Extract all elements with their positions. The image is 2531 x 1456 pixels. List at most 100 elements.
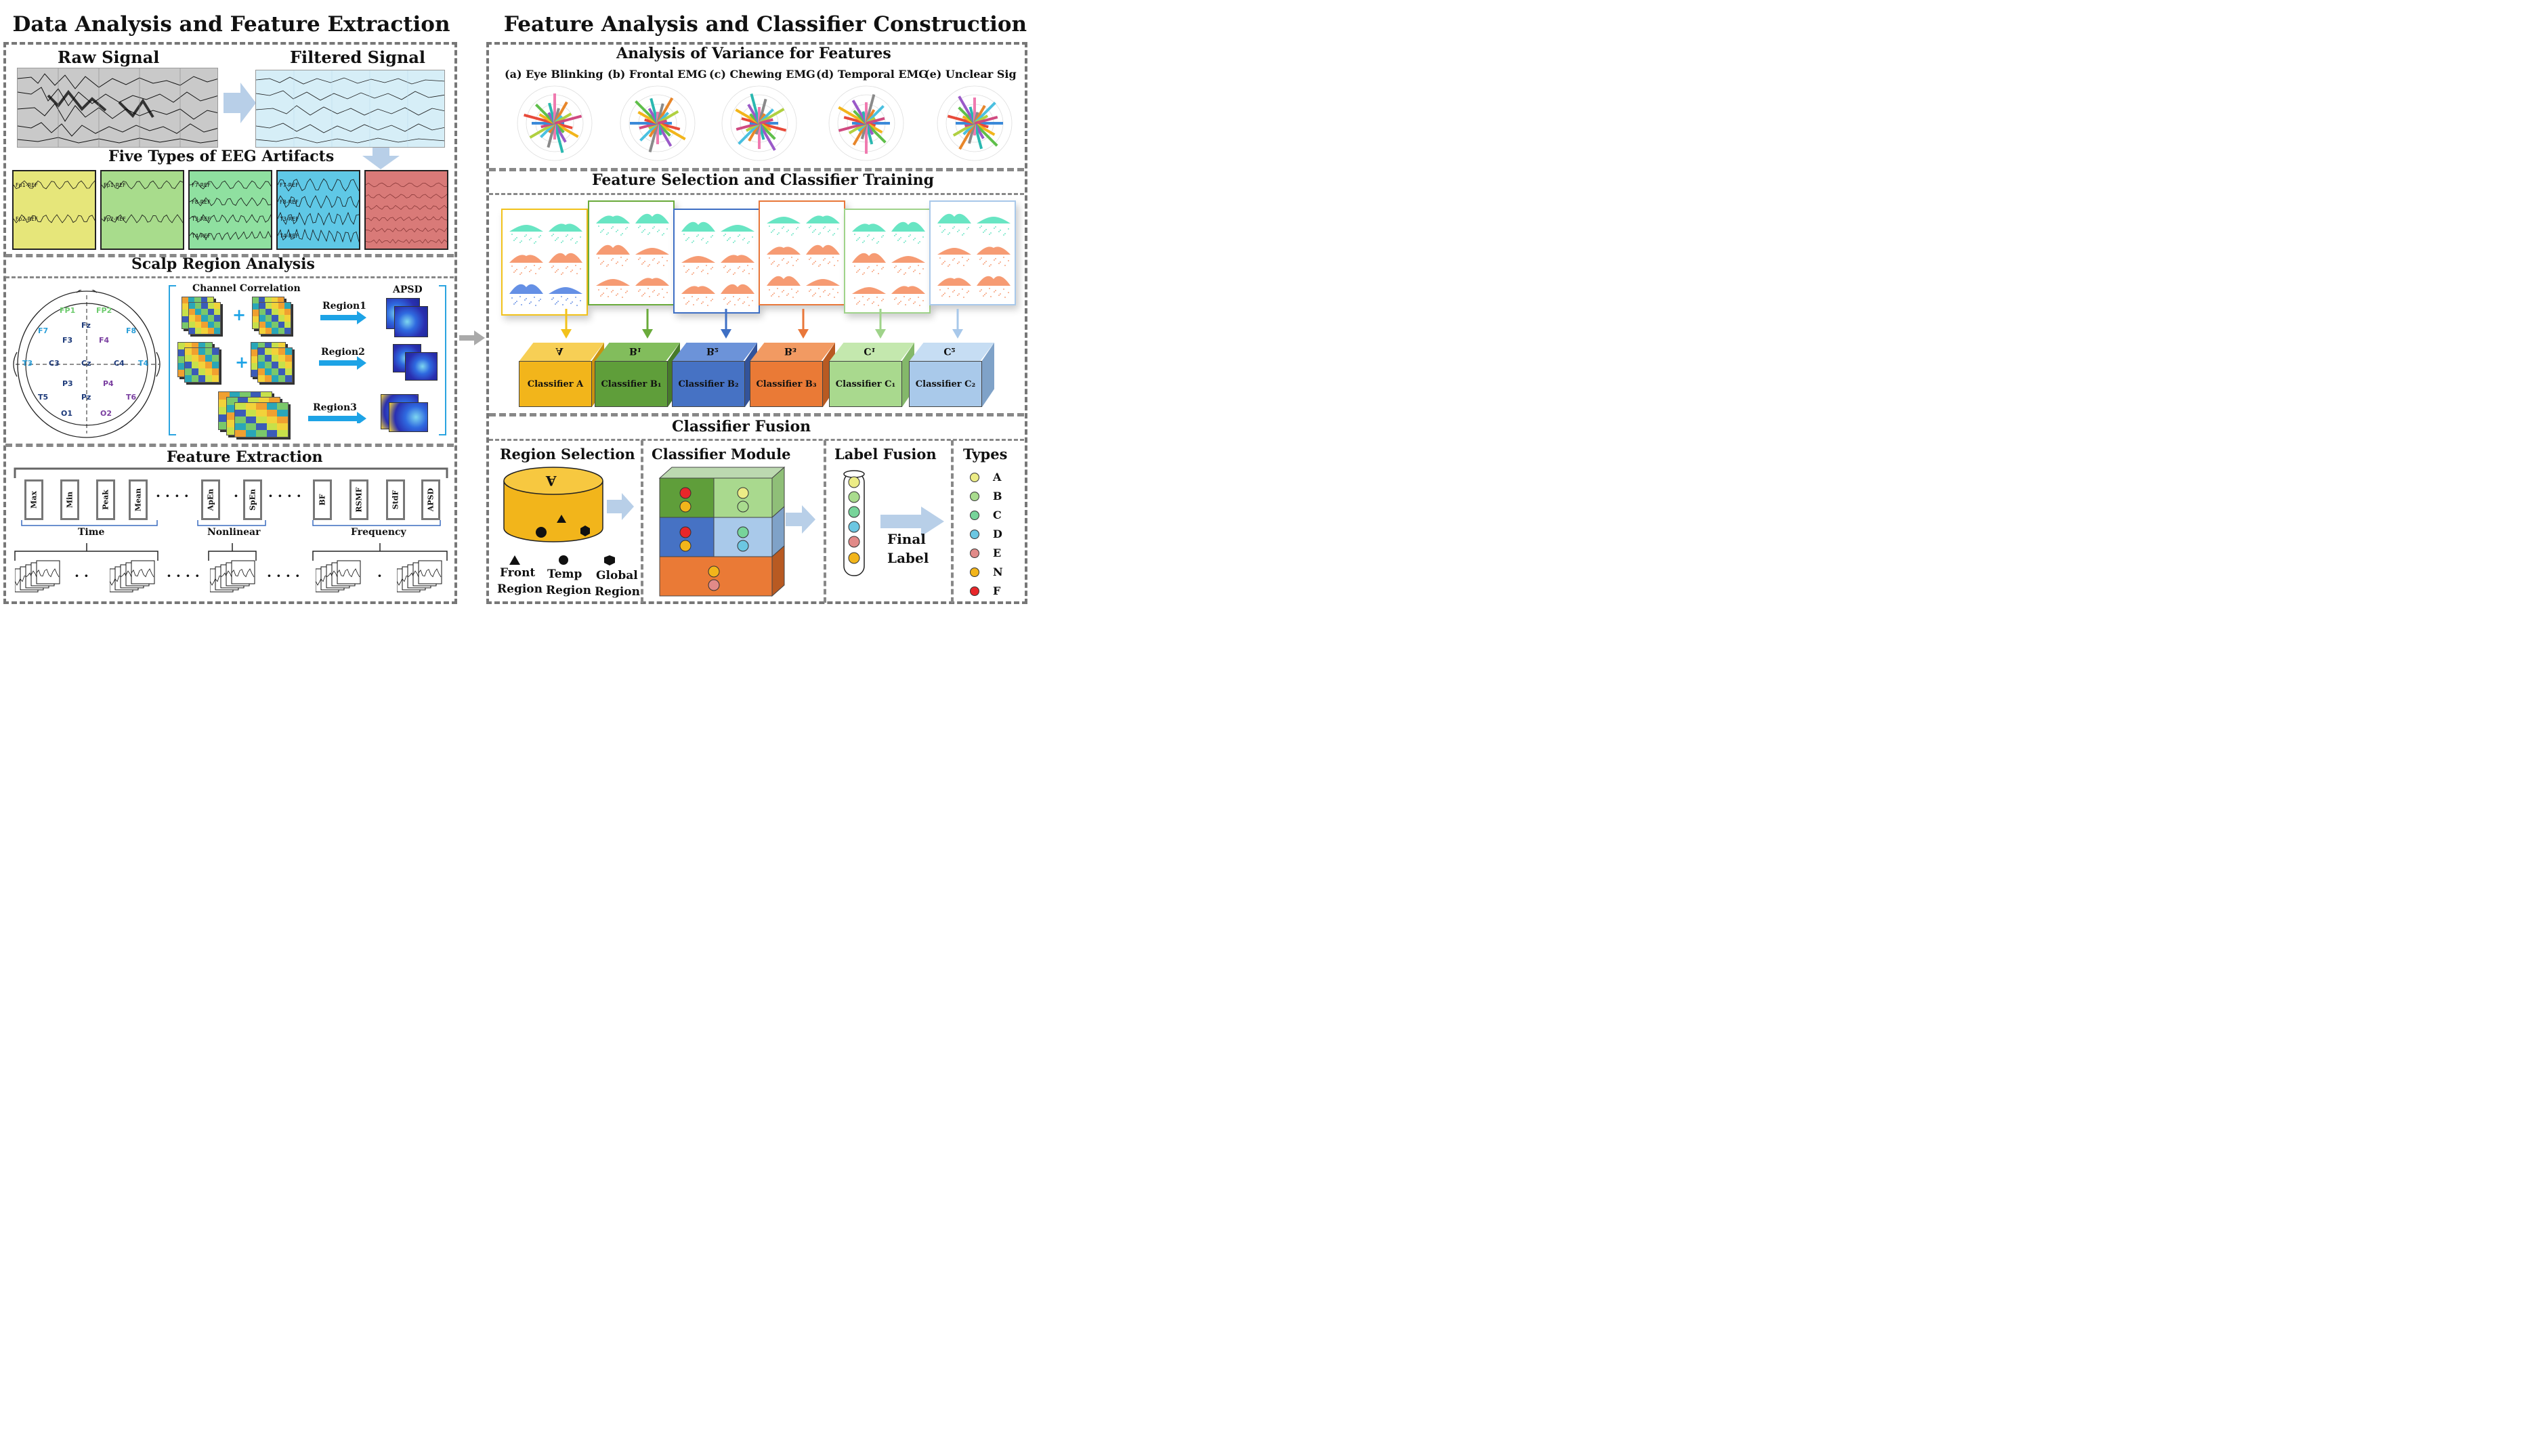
matrix-cell	[185, 368, 192, 375]
feature-name: BF	[318, 494, 327, 506]
matrix-cell	[277, 403, 288, 410]
type-label: C	[993, 509, 1002, 521]
distribution-plots	[852, 221, 925, 306]
matrix-cell	[195, 327, 202, 334]
matrix-cell	[212, 368, 219, 375]
apsd-label: APSD	[393, 284, 423, 295]
feature-selection-panel	[588, 200, 675, 305]
matrix-cell	[245, 416, 257, 423]
feature-selection-panel	[501, 209, 588, 316]
region-legend-icons	[509, 555, 615, 565]
cube-top-label: B₃	[784, 345, 796, 356]
artifact-channel-label: Fp2-REF	[16, 216, 38, 222]
artifact-channel-label: T4-REF	[192, 233, 211, 239]
matrix-cell	[198, 343, 205, 349]
anova-polar-plot	[828, 85, 904, 161]
electrode-f4: F4	[99, 336, 110, 345]
matrix-cell	[235, 423, 246, 430]
type-color-dot	[970, 511, 979, 520]
matrix-cell	[182, 303, 189, 310]
feature-box: APSD	[421, 479, 440, 520]
group-nonlinear-label: Nonlinear	[207, 527, 261, 538]
fusion-vsep-1	[641, 440, 643, 603]
matrix-cell	[253, 309, 259, 316]
fusion-vsep-3	[951, 440, 954, 603]
plus-sign: +	[232, 305, 247, 324]
matrix-cell	[256, 430, 267, 437]
feature-selection-panel	[929, 200, 1016, 305]
feature-selection-panel	[759, 200, 845, 305]
electrode-pz: Pz	[81, 393, 91, 402]
type-color-dot	[970, 473, 979, 482]
matrix-cell	[259, 303, 266, 309]
matrix-cell	[285, 355, 292, 362]
matrix-cell	[265, 375, 272, 382]
artifact-traces	[190, 180, 271, 240]
matrix-cell	[258, 362, 265, 368]
final-label-l1: Final	[887, 531, 926, 547]
distribution-plots	[767, 215, 840, 298]
matrix-cell	[272, 368, 278, 375]
matrix-cell	[219, 407, 230, 414]
corr-matrix	[257, 347, 293, 383]
matrix-cell	[278, 315, 284, 322]
distribution-plots	[596, 213, 669, 298]
matrix-cell	[266, 403, 278, 410]
anova-polar-plot	[620, 85, 696, 161]
matrix-cell	[182, 322, 189, 328]
matrix-cell	[265, 321, 272, 328]
group-frequency-label: Frequency	[351, 527, 406, 538]
apsd-map	[394, 306, 428, 337]
matrix-cell	[285, 375, 292, 382]
matrix-cell	[194, 297, 201, 304]
feature-name: Max	[29, 491, 39, 509]
classifier-module-title: Classifier Module	[652, 446, 791, 463]
cube-top-label: A	[555, 345, 563, 356]
anova-polar-plot	[937, 85, 1013, 161]
matrix-cell	[235, 416, 246, 423]
matrix-cell	[278, 309, 284, 316]
matrix-cell	[195, 315, 202, 322]
matrix-cell	[258, 398, 270, 405]
matrix-cell	[256, 410, 267, 416]
electrode-t6: T6	[126, 393, 137, 402]
front-region-l1: Front	[500, 566, 536, 580]
matrix-cell	[245, 410, 257, 416]
electrode-o2: O2	[100, 409, 112, 418]
matrix-cell	[212, 348, 219, 355]
electrode-f3: F3	[62, 336, 73, 345]
feature-box: Min	[60, 479, 79, 520]
matrix-cell	[251, 356, 258, 363]
matrix-cell	[278, 327, 284, 334]
matrix-cell	[213, 315, 220, 322]
classifier-label: Classifier B₂	[672, 361, 745, 407]
matrix-cell	[245, 403, 257, 410]
region2-label: Region2	[321, 347, 365, 358]
electrode-c4: C4	[114, 359, 125, 368]
electrode-fp1: FP1	[60, 306, 76, 315]
matrix-cell	[207, 303, 214, 309]
bottom-dots-1: · ·	[75, 568, 89, 584]
panel-to-classifier-arrow	[642, 309, 653, 339]
panel-to-classifier-arrow	[798, 309, 809, 339]
matrix-cell	[265, 303, 272, 309]
electrode-cz: Cz	[81, 359, 91, 368]
matrix-cell	[207, 315, 214, 322]
artifact-channel-label: F8-REF	[280, 199, 299, 205]
matrix-cell	[235, 430, 246, 437]
matrix-cell	[178, 343, 185, 349]
matrix-cell	[265, 362, 272, 368]
anova-polar-plot	[721, 85, 797, 161]
feature-box: SpEn	[243, 479, 262, 520]
mini-signal-stack	[15, 560, 60, 593]
feature-title: Feature Extraction	[167, 448, 323, 466]
drum-label: A	[546, 473, 557, 489]
matrix-cell	[201, 315, 208, 322]
matrix-cell	[205, 368, 212, 375]
feature-dots-1: · · · ·	[156, 488, 189, 504]
matrix-cell	[192, 355, 198, 362]
feature-box: ApEn	[201, 479, 220, 520]
type-color-dot	[970, 568, 979, 577]
